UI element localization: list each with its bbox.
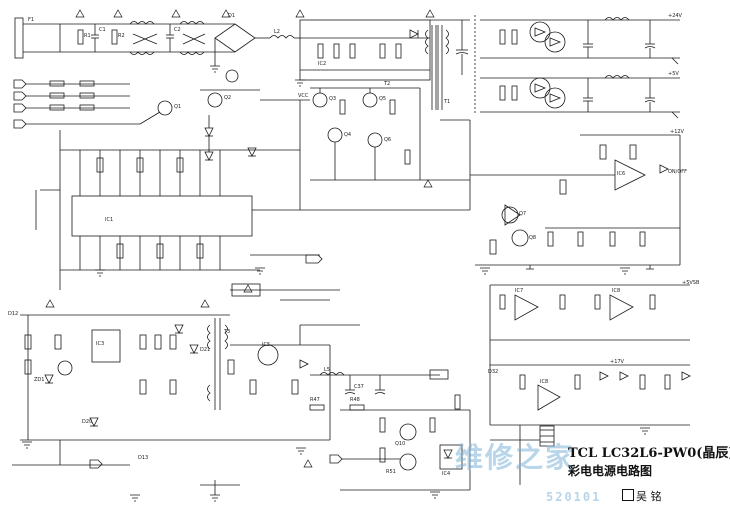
rail-label-vcc: VCC — [298, 93, 309, 99]
output-rectifiers — [480, 17, 680, 119]
label-choke: L2 — [274, 29, 280, 35]
part-label: D21 — [200, 347, 211, 353]
label-ic-main: IC1 — [105, 217, 114, 223]
protection-block — [139, 69, 260, 161]
part-label: Q2 — [224, 95, 232, 101]
part-label: Q1 — [174, 104, 182, 110]
part-label: Q7 — [519, 211, 527, 217]
part-label: ZD1 — [34, 377, 45, 383]
part-label: R47 — [310, 397, 320, 403]
author-name: 吴 铭 — [636, 490, 662, 503]
part-label: Q5 — [379, 96, 387, 102]
part-label: Q3 — [329, 96, 337, 102]
ac-input-block — [14, 17, 300, 66]
optocoupler-block — [309, 404, 471, 491]
part-label: Q8 — [529, 235, 537, 241]
rail-label-5vsb: +5VSB — [682, 280, 700, 286]
driver-block — [260, 87, 421, 210]
diagram-subtitle: 彩电电源电路图 — [568, 464, 653, 478]
label-optocoupler: IC4 — [442, 471, 451, 477]
rail-label-onoff: ON/OFF — [668, 169, 688, 175]
part-label: C2 — [174, 27, 181, 33]
label-ic-standby: IC3 — [96, 341, 105, 347]
comparator-block — [489, 284, 691, 426]
rail-label-5v: +5V — [668, 71, 679, 77]
pfc-block — [299, 19, 470, 81]
label-bridge: D1 — [228, 13, 236, 19]
label-fuse: F1 — [28, 17, 35, 23]
rail-label-12v: +12V — [670, 129, 684, 135]
label-ic-comp-a: IC6 — [617, 171, 626, 177]
label-transformer-main: T1 — [444, 99, 451, 105]
part-label: Q4 — [344, 132, 352, 138]
ground-symbols — [22, 65, 650, 502]
part-label: IC8 — [540, 379, 549, 385]
part-label: R2 — [118, 33, 125, 39]
part-label: R51 — [386, 469, 396, 475]
part-label: D20 — [82, 419, 93, 425]
wiring — [12, 119, 471, 495]
label-transformer-drive: T2 — [384, 81, 391, 87]
part-label: D12 — [8, 311, 19, 317]
main-controller — [35, 130, 260, 290]
watermark-logo: 维修之家 — [455, 441, 576, 474]
label-transformer-standby: T3 — [224, 329, 231, 335]
author-box — [622, 489, 634, 501]
diagram-title: TCL LC32L6-PW0(晶辰) — [568, 446, 730, 461]
part-label: L5 — [324, 367, 330, 373]
warning-triangles — [45, 9, 435, 468]
transformer-block — [425, 15, 476, 115]
part-label: R48 — [350, 397, 360, 403]
label-ic-comp-c: IC8 — [612, 288, 621, 294]
part-label: D32 — [488, 369, 499, 375]
rail-label-24v: +24V — [668, 13, 682, 19]
part-label: C37 — [354, 384, 364, 390]
label-ic-comp-b: IC7 — [515, 288, 524, 294]
part-label: R1 — [84, 33, 91, 39]
rail-label-17v: +17V — [610, 359, 624, 365]
feedback-block — [470, 134, 681, 270]
label-ic-pfc: IC2 — [318, 61, 327, 67]
part-label: Q10 — [395, 441, 406, 447]
part-label: Q6 — [384, 137, 392, 143]
output-connector — [454, 394, 555, 485]
standby-block — [20, 314, 230, 441]
label-ic-reg: IC5 — [262, 342, 271, 348]
regulator-block — [227, 344, 449, 441]
input-connectors — [13, 79, 140, 129]
part-label: C1 — [99, 27, 106, 33]
part-label: D13 — [138, 455, 149, 461]
watermark-number: 520101 — [546, 490, 602, 504]
